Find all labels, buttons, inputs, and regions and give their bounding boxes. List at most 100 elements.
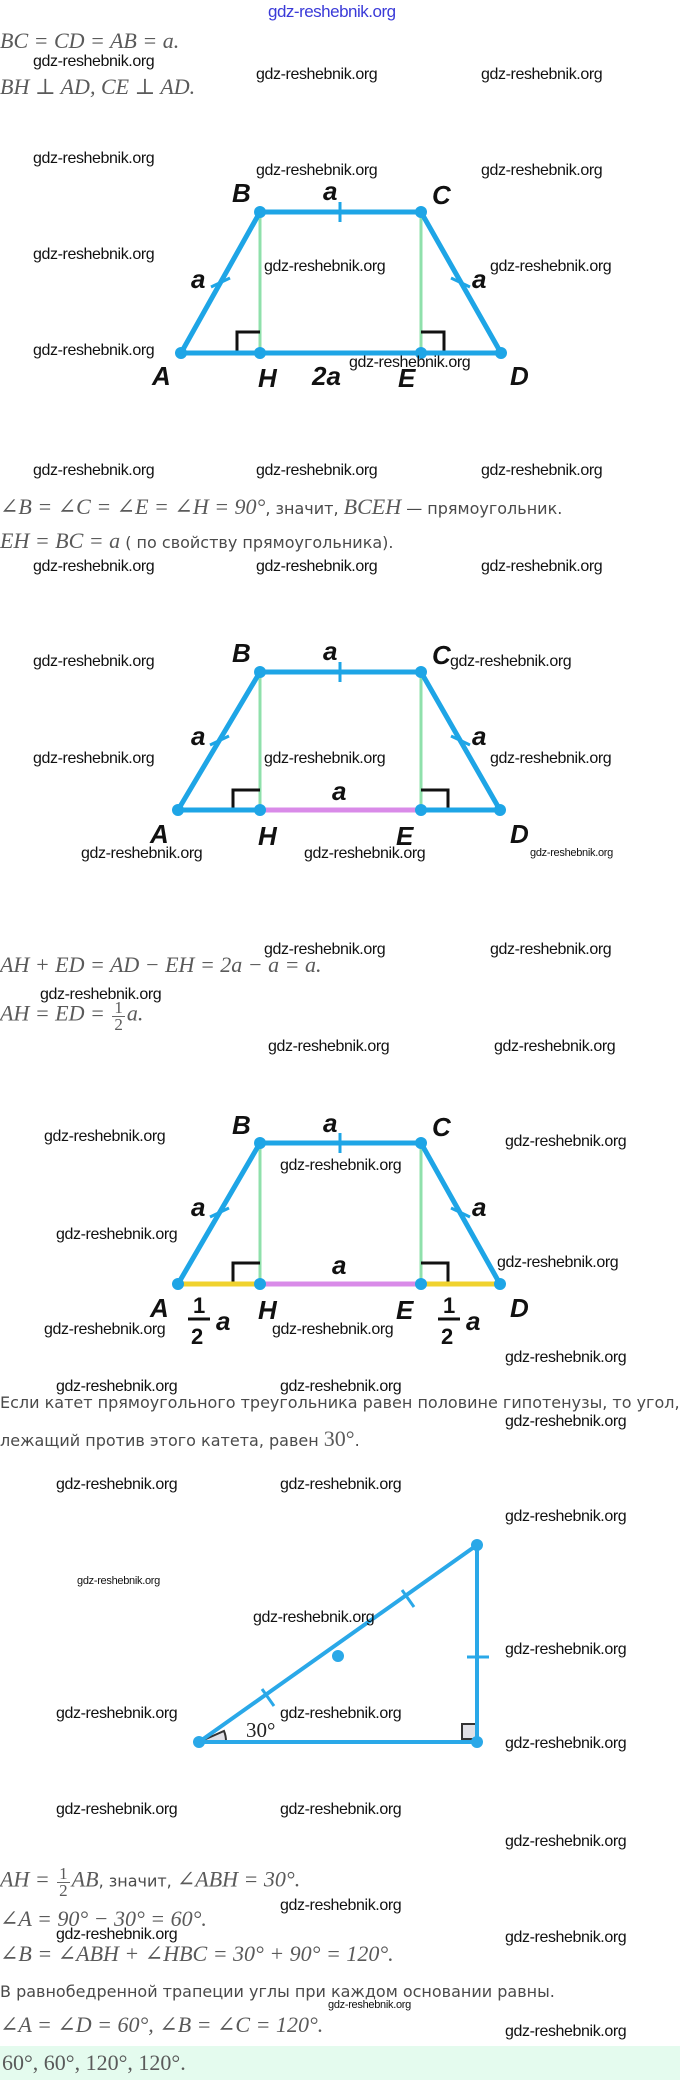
math: ∠B = ∠C = ∠E = ∠H = 90°: [0, 494, 266, 519]
math: a.: [126, 1000, 144, 1026]
angles-result: ∠A = ∠D = 60°, ∠B = ∠C = 120°.: [0, 2012, 323, 2038]
watermark: gdz-reshebnik.org: [280, 1897, 402, 1914]
watermark: gdz-reshebnik.org: [56, 1705, 178, 1722]
trapezoid-diagram-2: B a C a a a A H E D: [149, 636, 529, 851]
watermark: gdz-reshebnik.org: [328, 1999, 411, 2011]
tick-mark: [450, 734, 471, 747]
tick-mark: [260, 1688, 276, 1707]
watermark: gdz-reshebnik.org: [494, 1038, 616, 1055]
label-top-a: a: [323, 176, 337, 206]
watermark: gdz-reshebnik.org: [505, 2023, 627, 2040]
watermark: gdz-reshebnik.org: [256, 66, 378, 83]
watermark: gdz-reshebnik.org: [505, 1349, 627, 1366]
watermark: gdz-reshebnik.org: [264, 941, 386, 958]
watermark: gdz-reshebnik.org: [497, 1254, 619, 1271]
answer-box: 60°, 60°, 120°, 120°.: [0, 2046, 680, 2080]
denominator: 2: [191, 1324, 203, 1349]
answer-text: 60°, 60°, 120°, 120°.: [2, 2050, 186, 2075]
watermark: gdz-reshebnik.org: [481, 462, 603, 479]
angle-b: ∠B = ∠ABH + ∠HBC = 30° + 90° = 120°.: [0, 1941, 394, 1967]
watermark: gdz-reshebnik.org: [268, 1038, 390, 1055]
label-right-a: a: [472, 1192, 486, 1222]
watermark: gdz-reshebnik.org: [56, 1926, 178, 1943]
label-h: H: [258, 821, 278, 851]
label-left-a: a: [191, 264, 205, 294]
text: ( по свойству прямоугольника).: [120, 533, 394, 552]
tick-mark: [210, 276, 231, 289]
watermark: gdz-reshebnik.org: [33, 558, 155, 575]
watermark: gdz-reshebnik.org: [304, 845, 426, 862]
numerator: 1: [112, 998, 125, 1017]
watermark: gdz-reshebnik.org: [33, 342, 155, 359]
label-b: B: [232, 638, 251, 668]
denominator: 2: [59, 1881, 68, 1900]
tick-mark: [450, 276, 471, 289]
watermark: gdz-reshebnik.org: [56, 1378, 178, 1395]
isosceles-property: В равнобедренной трапеции углы при каждо…: [0, 1982, 555, 2002]
right-angle-mark: [231, 788, 260, 810]
tick-mark: [209, 1206, 230, 1219]
math: AH + ED = AD − EH = 2a − a = a.: [0, 952, 322, 977]
theorem-line-2: лежащий против этого катета, равен 30°.: [0, 1426, 360, 1452]
watermark: gdz-reshebnik.org: [33, 462, 155, 479]
rectangle-statement: ∠B = ∠C = ∠E = ∠H = 90°, значит, BCEH — …: [0, 494, 562, 520]
watermark: gdz-reshebnik.org: [33, 246, 155, 263]
trapezoid-diagram-1: B a C a a A H 2a E D: [151, 176, 529, 393]
math: BH ⊥ AD, CE ⊥ AD.: [0, 74, 196, 99]
watermark: gdz-reshebnik.org: [490, 750, 612, 767]
math: EH = BC = a: [0, 528, 121, 553]
given-perpendiculars: BH ⊥ AD, CE ⊥ AD.: [0, 74, 195, 100]
half-a-letter: a: [466, 1306, 480, 1336]
label-b: B: [232, 1110, 251, 1140]
math: AH = ED =: [0, 1000, 111, 1026]
vertex-points: [172, 1137, 506, 1290]
watermark: gdz-reshebnik.org: [505, 1133, 627, 1150]
denominator: 2: [114, 1015, 123, 1034]
watermark: gdz-reshebnik.org: [505, 1929, 627, 1946]
watermark: gdz-reshebnik.org: [280, 1801, 402, 1818]
text: .: [354, 1431, 360, 1450]
label-2a: 2a: [311, 361, 341, 391]
right-angle-mark: [421, 788, 450, 810]
label-left-a: a: [191, 1192, 205, 1222]
watermark: gdz-reshebnik.org: [481, 558, 603, 575]
label-right-a: a: [472, 264, 486, 294]
label-h: H: [258, 1295, 278, 1325]
watermark: gdz-reshebnik.org: [44, 1321, 166, 1338]
label-middle-a: a: [332, 1250, 346, 1280]
text: — прямоугольник.: [401, 499, 563, 518]
trapezoid-outline: [178, 209, 504, 356]
numerator: 1: [193, 1293, 205, 1318]
vertex-points: [175, 206, 507, 359]
tick-mark: [450, 1206, 471, 1219]
watermark: gdz-reshebnik.org: [44, 1128, 166, 1145]
watermark: gdz-reshebnik.org: [77, 1575, 160, 1587]
vertex-points: [193, 1539, 483, 1748]
math: BCEH: [343, 494, 402, 519]
math: BC = CD = AB = a.: [0, 28, 180, 53]
watermark: gdz-reshebnik.org: [505, 1735, 627, 1752]
theorem-line-1: Если катет прямоугольного треугольника р…: [0, 1393, 680, 1413]
label-d: D: [510, 819, 529, 849]
math: ∠B = ∠ABH + ∠HBC = 30° + 90° = 120°.: [0, 1941, 394, 1966]
label-e: E: [396, 821, 414, 851]
site-watermark-header[interactable]: gdz-reshebnik.org: [268, 2, 396, 21]
watermark: gdz-reshebnik.org: [264, 258, 386, 275]
denominator: 2: [441, 1324, 453, 1349]
label-h: H: [258, 363, 278, 393]
sum-equation: AH + ED = AD − EH = 2a − a = a.: [0, 952, 321, 978]
watermark: gdz-reshebnik.org: [253, 1609, 375, 1626]
watermark: gdz-reshebnik.org: [481, 66, 603, 83]
watermark: gdz-reshebnik.org: [33, 150, 155, 167]
text: лежащий против этого катета, равен: [0, 1431, 324, 1450]
label-top-a: a: [323, 1108, 337, 1138]
tick-mark: [400, 1589, 416, 1608]
angle-label: 30°: [246, 1718, 275, 1742]
math: AB: [71, 1866, 99, 1892]
math: ∠A = ∠D = 60°, ∠B = ∠C = 120°.: [0, 2012, 324, 2037]
math: ∠A = 90° − 30° = 60°.: [0, 1906, 207, 1931]
watermark: gdz-reshebnik.org: [33, 653, 155, 670]
label-d: D: [510, 361, 529, 391]
